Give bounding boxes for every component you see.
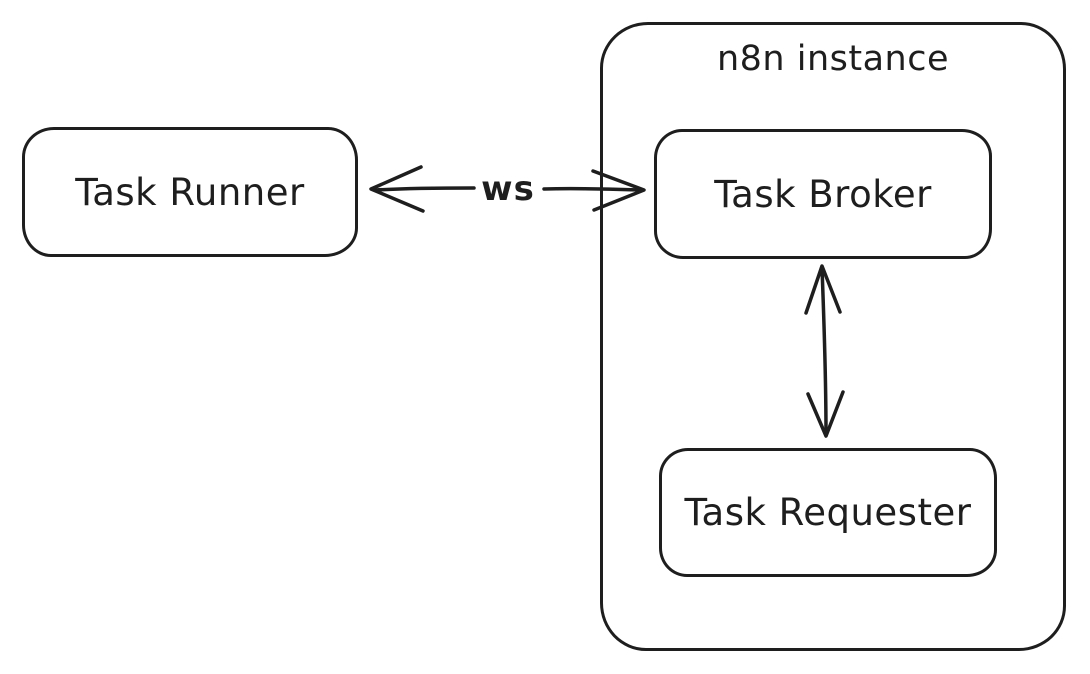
task-requester-label: Task Requester (684, 491, 972, 534)
task-runner-label: Task Runner (75, 170, 305, 214)
node-task-broker: Task Broker (654, 129, 992, 259)
n8n-instance-group: n8n instance (600, 22, 1066, 651)
ws-arrowhead-left-icon (369, 165, 425, 213)
ws-arrow-shaft-left (374, 186, 476, 192)
node-task-requester: Task Requester (659, 448, 997, 577)
node-task-runner: Task Runner (22, 127, 358, 257)
ws-edge-label: ws (481, 169, 535, 209)
n8n-instance-label: n8n instance (716, 39, 950, 79)
task-broker-label: Task Broker (714, 172, 932, 216)
